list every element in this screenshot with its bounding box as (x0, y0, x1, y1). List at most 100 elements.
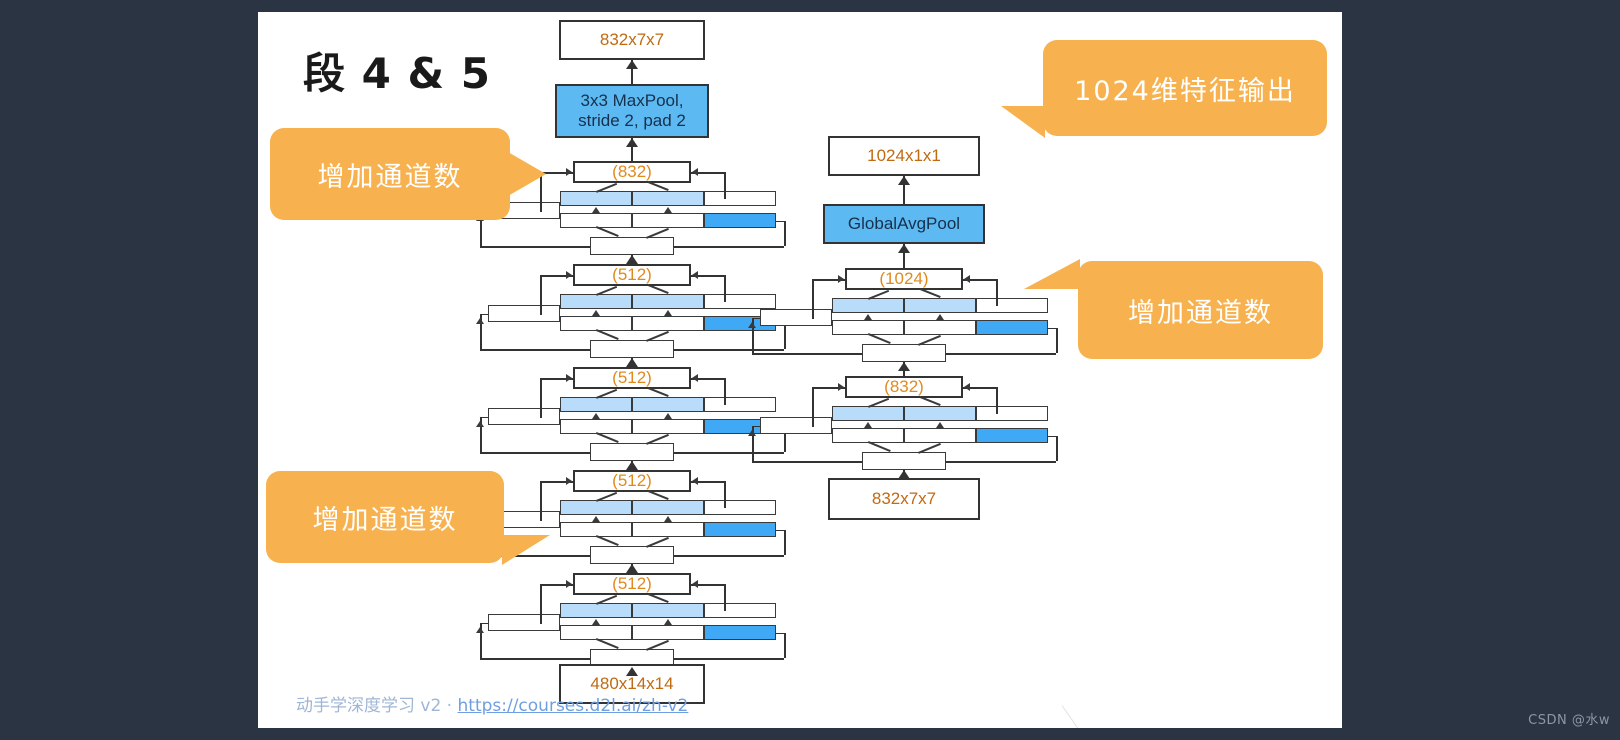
connector-line (480, 246, 590, 248)
converge-line (596, 329, 619, 340)
connector-line (480, 416, 488, 419)
branch-1x1-conv (760, 309, 832, 326)
concat-label: (1024) (879, 269, 929, 289)
connector-line (674, 555, 784, 557)
branch-1x1-reduce (560, 213, 632, 228)
connector-line (946, 461, 1056, 463)
arrow-head-icon (476, 317, 484, 324)
concat-node: (832) (845, 376, 963, 398)
connector-line (776, 220, 784, 223)
arrow-head-icon (626, 564, 638, 573)
branch-1x1-conv (760, 417, 832, 434)
concat-node: (512) (573, 470, 691, 492)
branch-3x3-conv (560, 191, 632, 206)
branch-maxpool (976, 320, 1048, 335)
arrow-head-icon (626, 461, 638, 470)
connector-line (996, 279, 998, 306)
arrow-head-icon (592, 413, 600, 419)
connector-line (812, 279, 814, 318)
connector-line (903, 244, 905, 268)
branch-1x1-reduce (904, 428, 976, 443)
callout-left-bottom-label: 增加通道数 (312, 504, 458, 536)
branch-1x1-reduce (904, 320, 976, 335)
connector-line (480, 658, 590, 660)
connector-line (631, 60, 633, 84)
connector-line (691, 172, 724, 174)
branch-1x1-reduce (560, 419, 632, 434)
connector-line (812, 387, 845, 389)
arrow-head-icon (626, 255, 638, 264)
arrow-head-icon (692, 477, 698, 485)
branch-1x1-reduce (632, 316, 704, 331)
output-tensor-box: 1024x1x1 (828, 136, 980, 176)
connector-line (812, 387, 814, 426)
footer-attribution: 动手学深度学习 v2 · https://courses.d2l.ai/zh-v… (296, 691, 688, 716)
connector-line (480, 416, 482, 452)
connector-line (480, 313, 482, 349)
maxpool-line-2: stride 2, pad 2 (578, 111, 686, 130)
converge-line (868, 333, 891, 344)
arrow-head-icon (936, 422, 944, 428)
connector-line (540, 378, 542, 417)
arrow-head-icon (838, 383, 844, 391)
callout-tail-icon (1024, 259, 1080, 289)
callout-left-top-label: 增加通道数 (317, 161, 463, 193)
connector-line (752, 353, 862, 355)
callout-tail-icon (508, 152, 546, 196)
maxpool-line-1: 3x3 MaxPool, (580, 91, 684, 111)
arrow-head-icon (898, 244, 910, 253)
connector-line (674, 349, 784, 351)
globalavgpool-box: GlobalAvgPool (823, 204, 985, 244)
connector-line (540, 416, 542, 419)
connector-line (784, 529, 786, 555)
globalavgpool-label: GlobalAvgPool (847, 214, 961, 234)
connector-line (540, 584, 542, 623)
branch-pool-proj (704, 294, 776, 309)
split-node (590, 443, 674, 461)
branch-3x3-conv (832, 406, 904, 421)
connector-line (963, 387, 996, 389)
input-tensor-label: 480x14x14 (590, 674, 674, 694)
arrow-head-icon (748, 429, 756, 436)
concat-label: (512) (612, 368, 652, 388)
footer-link[interactable]: https://courses.d2l.ai/zh-v2 (457, 696, 689, 716)
branch-pool-proj (704, 397, 776, 412)
arrow-head-icon (592, 207, 600, 213)
concat-node: (832) (573, 161, 691, 183)
connector-line (691, 275, 724, 277)
footer-prefix: 动手学深度学习 v2 · (296, 696, 458, 716)
branch-1x1-reduce (832, 320, 904, 335)
branch-5x5-conv (632, 603, 704, 618)
arrow-head-icon (626, 358, 638, 367)
connector-line (903, 176, 905, 204)
connector-line (1048, 327, 1056, 330)
callout-right-mid: 增加通道数 (1024, 259, 1323, 359)
arrow-head-icon (692, 271, 698, 279)
concat-node: (512) (573, 367, 691, 389)
converge-line (596, 226, 619, 237)
connector-line (946, 353, 1056, 355)
arrow-head-icon (864, 422, 872, 428)
connector-line (480, 452, 590, 454)
split-node (862, 344, 946, 362)
arrow-head-icon (664, 516, 672, 522)
arrow-head-icon (898, 176, 910, 185)
csdn-watermark: CSDN @水w (1528, 713, 1610, 728)
branch-pool-proj (704, 500, 776, 515)
callout-right-top: 1024维特征输出 (1001, 40, 1327, 138)
arrow-head-icon (838, 275, 844, 283)
connector-line (674, 452, 784, 454)
split-node (590, 237, 674, 255)
branch-3x3-conv (560, 603, 632, 618)
branch-3x3-conv (560, 294, 632, 309)
branch-3x3-conv (560, 397, 632, 412)
callout-left-bottom: 增加通道数 (266, 471, 550, 565)
output-tensor-label: 832x7x7 (599, 30, 665, 50)
branch-1x1-reduce (632, 522, 704, 537)
page-title: 段 4 & 5 (303, 49, 491, 98)
connector-line (812, 317, 814, 320)
converge-line (596, 535, 619, 546)
arrow-head-icon (748, 321, 756, 328)
branch-maxpool (704, 213, 776, 228)
branch-pool-proj (976, 298, 1048, 313)
